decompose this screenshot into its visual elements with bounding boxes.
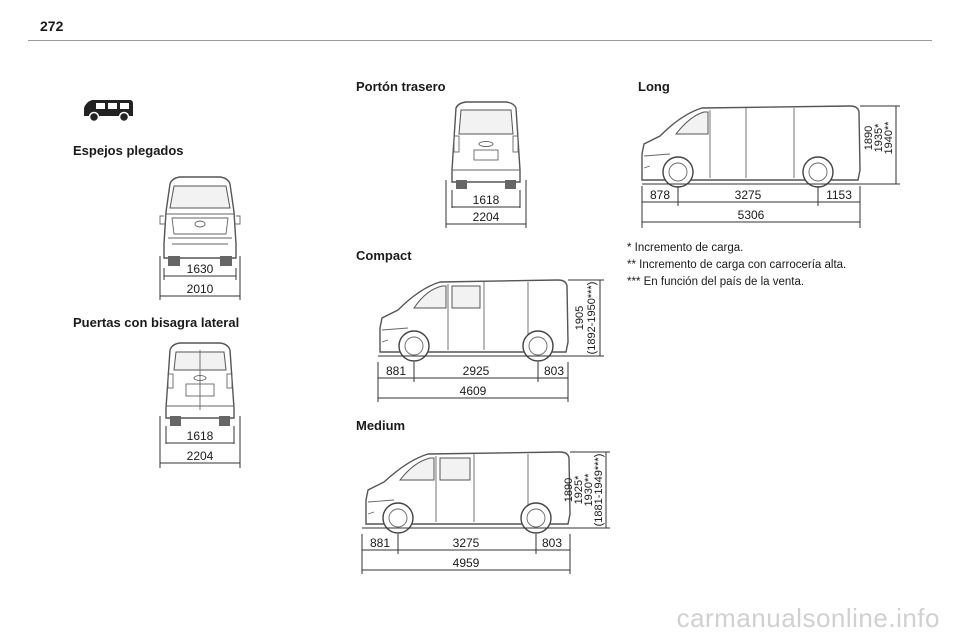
footnotes: * Incremento de carga. ** Incremento de … xyxy=(627,240,846,291)
footnote-load: * Incremento de carga. xyxy=(627,242,744,254)
heading-long: Long xyxy=(638,79,670,94)
footnote-high-roof: ** Incremento de carga con carrocería al… xyxy=(627,259,847,271)
long-wheelbase: 3275 xyxy=(735,188,762,202)
long-total-length: 5306 xyxy=(738,208,765,222)
medium-height: 1890 xyxy=(563,478,575,502)
front-view-figure: 1630 2010 xyxy=(159,176,241,300)
heading-mirrors: Espejos plegados xyxy=(73,143,184,158)
van-tailgate-drawing xyxy=(451,101,521,189)
compact-wheelbase: 2925 xyxy=(463,364,490,378)
medium-height-range: (1881-1949***) xyxy=(593,454,605,527)
tailgate-outer-width: 2204 xyxy=(473,210,500,224)
compact-height: 1905 xyxy=(574,306,586,330)
page-number: 272 xyxy=(40,18,64,34)
heading-medium: Medium xyxy=(356,418,406,433)
compact-rear-overhang: 803 xyxy=(544,364,564,378)
medium-rear-overhang: 803 xyxy=(542,536,562,550)
heading-side-doors: Puertas con bisagra lateral xyxy=(73,315,240,330)
medium-height-load: 1925* xyxy=(573,475,585,504)
long-van-drawing xyxy=(641,105,861,188)
medium-total-length: 4959 xyxy=(453,556,480,570)
medium-side-figure: 881 3275 803 4959 1890 1925* 1930** (188… xyxy=(361,451,610,574)
compact-side-figure: 881 2925 803 4609 1905 (1892-1950***) xyxy=(377,279,604,402)
heading-tailgate: Portón trasero xyxy=(356,79,446,94)
rear-doors-figure: 1618 2204 xyxy=(159,342,241,468)
van-rear-doors-drawing xyxy=(165,342,235,426)
compact-front-overhang: 881 xyxy=(386,364,406,378)
medium-van-drawing xyxy=(365,451,571,534)
side-doors-outer-width: 2204 xyxy=(187,449,214,463)
compact-total-length: 4609 xyxy=(460,384,487,398)
watermark: carmanualsonline.info xyxy=(676,603,940,633)
tailgate-inner-width: 1618 xyxy=(473,193,500,207)
compact-van-drawing xyxy=(379,279,569,362)
tailgate-figure: 1618 2204 xyxy=(445,101,527,228)
long-side-figure: 878 3275 1153 5306 1890 1935* 1940** xyxy=(641,105,900,228)
long-height-load: 1935* xyxy=(873,123,885,152)
side-doors-inner-width: 1618 xyxy=(187,429,214,443)
medium-wheelbase: 3275 xyxy=(453,536,480,550)
compact-height-range: (1892-1950***) xyxy=(586,282,598,355)
mirrors-inner-width: 1630 xyxy=(187,262,214,276)
mirrors-outer-width: 2010 xyxy=(187,282,214,296)
header-rule xyxy=(28,40,932,41)
long-front-overhang: 878 xyxy=(650,188,670,202)
medium-front-overhang: 881 xyxy=(370,536,390,550)
van-icon xyxy=(84,100,133,123)
long-height: 1890 xyxy=(863,126,875,150)
footnote-country: *** En función del país de la venta. xyxy=(627,276,805,288)
medium-height-high-roof: 1930** xyxy=(583,473,595,507)
van-front-drawing xyxy=(159,176,241,266)
long-height-high-roof: 1940** xyxy=(883,121,895,155)
heading-compact: Compact xyxy=(356,248,412,263)
long-rear-overhang: 1153 xyxy=(826,188,852,202)
